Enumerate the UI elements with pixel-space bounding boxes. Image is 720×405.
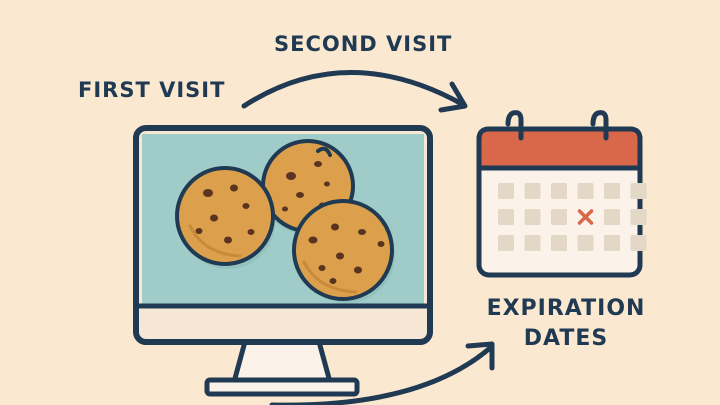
second-visit-arrow-icon [241,70,468,113]
cross-mark-icon [577,209,594,225]
calendar-day-cell [551,235,567,251]
calendar-day-cell [630,183,647,199]
calendar-icon [476,110,647,278]
calendar-day-cell [551,209,567,225]
calendar-day-cell [577,235,594,251]
calendar-day-cell [498,235,514,251]
calendar-grid [498,183,647,251]
calendar-day-cell [630,209,647,225]
cookie-icon [175,166,275,269]
calendar-day-cell [524,183,541,199]
second-visit-label: SECOND VISIT [274,32,453,56]
calendar-day-cell [524,235,541,251]
calendar-day-cell [630,235,647,251]
calendar-day-cell [551,183,567,199]
calendar-header [476,126,643,171]
calendar-day-cell [604,183,620,199]
calendar-day-cell [498,209,514,225]
expiration-label-line1: EXPIRATION [486,296,646,321]
calendar-day-cell [524,209,541,225]
calendar-day-cell [577,183,594,199]
expiration-label-line2: DATES [523,326,609,351]
first-visit-label: FIRST VISIT [78,78,226,102]
calendar-day-cell [498,183,514,199]
calendar-day-cell [604,209,620,225]
monitor-base [204,377,360,397]
calendar-ring-icon [505,110,609,141]
calendar-day-cell [604,235,620,251]
cookie-icon [292,199,395,303]
expiration-dates-label: EXPIRATION DATES [480,294,652,354]
